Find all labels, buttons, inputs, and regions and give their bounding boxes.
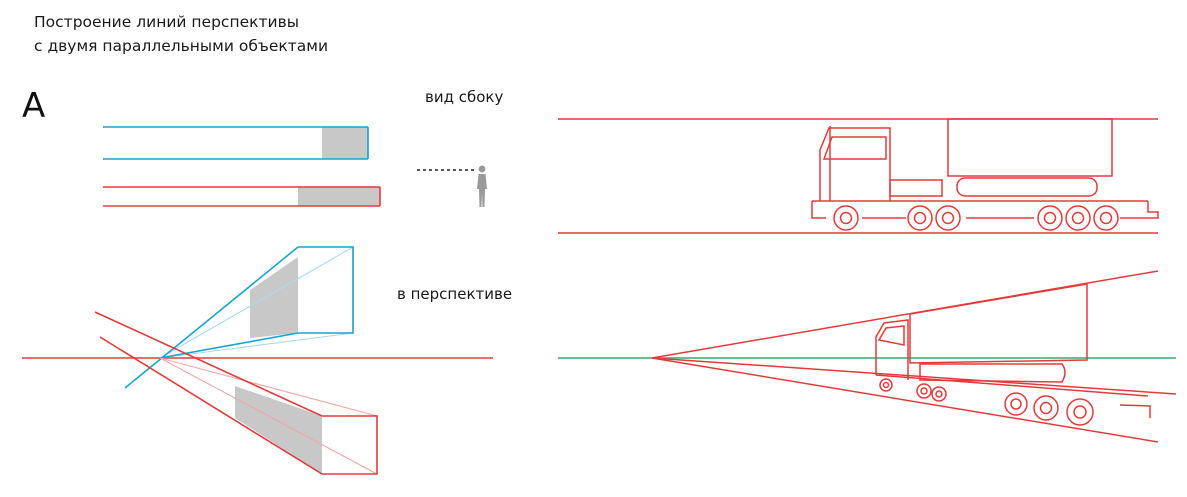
blue-box-shade — [250, 257, 298, 338]
side-view-objects — [103, 126, 381, 207]
truck-convergence-top — [651, 270, 1159, 359]
panel-letter: А — [22, 86, 46, 126]
truck-side-wheels — [833, 205, 1119, 231]
truck-convergence-bottom — [651, 357, 1159, 443]
red-convergence-top — [94, 311, 323, 417]
blue-convergence-top — [124, 246, 299, 389]
perspective-label: в перспективе — [397, 285, 513, 303]
truck-cab — [819, 127, 891, 201]
trailer-box — [947, 118, 1113, 177]
red-guide-line-1 — [159, 357, 378, 417]
perspective-view — [22, 246, 493, 475]
persp-trailer-rear — [1119, 404, 1151, 418]
persp-trailer-tank — [919, 363, 1066, 383]
blue-guide-line-2 — [159, 332, 354, 359]
red-box-shade — [235, 386, 322, 474]
persp-truck-window — [877, 325, 905, 346]
red-box-front — [322, 415, 378, 475]
truck-convergence-mid — [651, 357, 1177, 395]
person-silhouette-icon — [477, 165, 487, 207]
blue-convergence-bottom — [159, 332, 299, 359]
persp-trailer-box — [909, 283, 1088, 364]
trailer-tank — [956, 177, 1098, 197]
truck-perspective-wheels — [879, 378, 1094, 426]
truck-bumper — [811, 201, 826, 219]
side-view-label: вид сбоку — [425, 88, 504, 106]
truck-window — [822, 136, 887, 160]
truck-side-view — [558, 118, 1159, 234]
persp-truck-cab — [875, 319, 909, 380]
truck-perspective-view — [558, 270, 1177, 443]
title-line-2: с двумя параллельными объектами — [34, 37, 329, 55]
blue-object-shade — [322, 127, 368, 159]
blue-guide-line-1 — [159, 246, 354, 359]
title-line-1: Построение линий перспективы — [34, 13, 299, 31]
red-guide-line-2 — [159, 357, 378, 475]
red-convergence-bottom — [99, 336, 323, 475]
persp-chassis — [875, 374, 1149, 397]
diagram-title: Построение линий перспективы с двумя пар… — [34, 10, 328, 58]
trailer-rear — [1120, 201, 1159, 219]
blue-box-front — [298, 246, 354, 334]
red-object-shade — [298, 187, 380, 206]
truck-fuel-box — [889, 179, 943, 197]
